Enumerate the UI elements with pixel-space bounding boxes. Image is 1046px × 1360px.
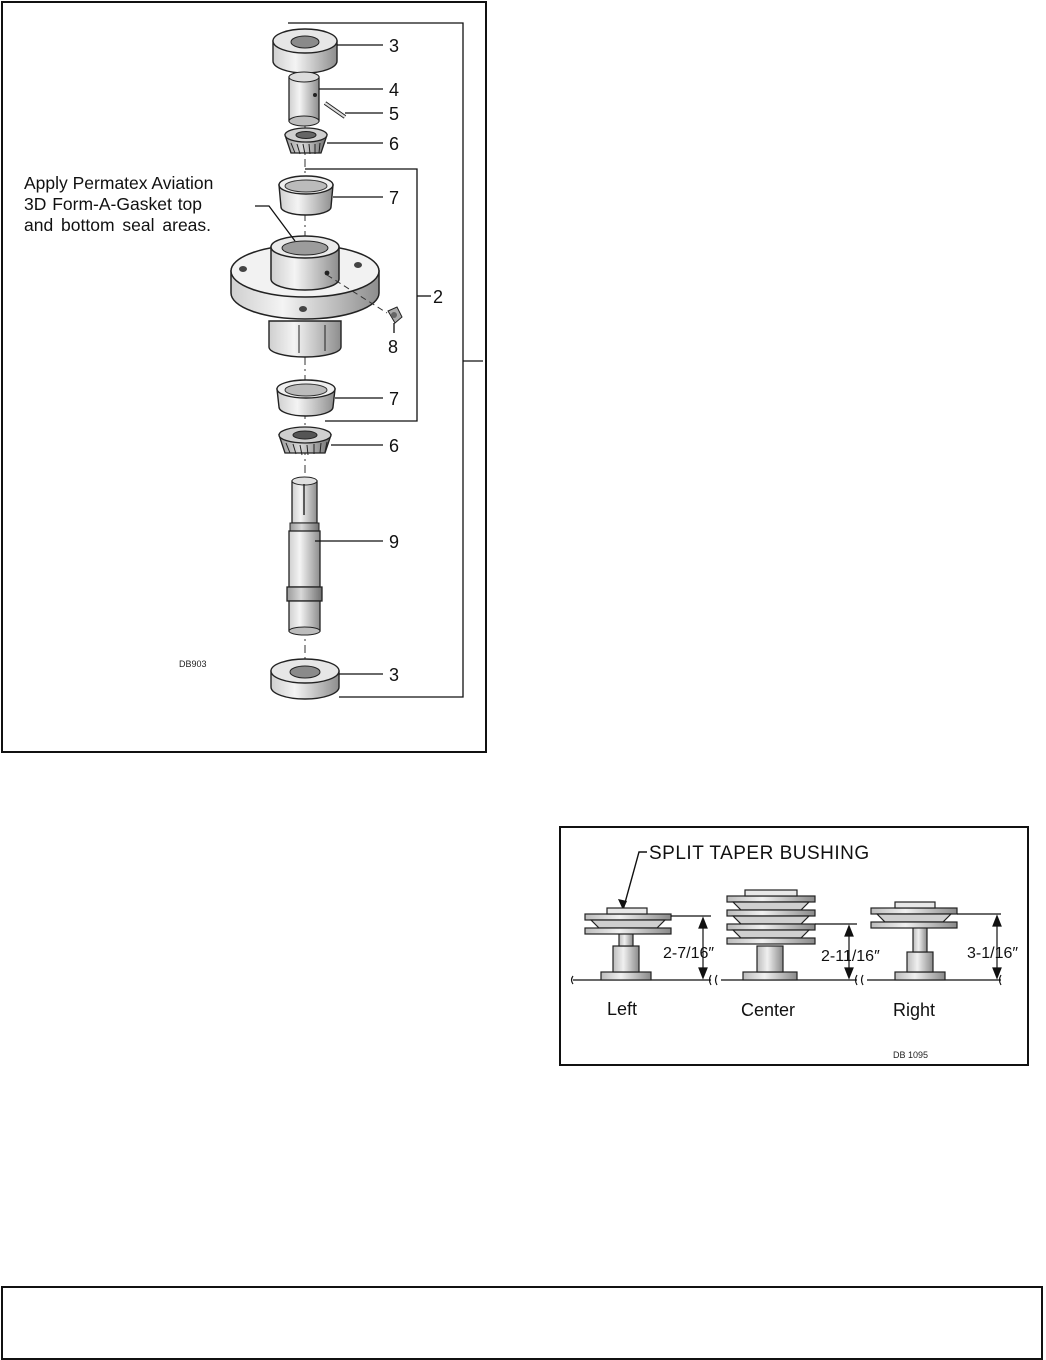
gasket-note-line-1: Apply Permatex Aviation — [24, 173, 214, 193]
gasket-note-line-2: 3D Form-A-Gasket top — [24, 194, 203, 214]
callout-6-bottom: 6 — [389, 436, 399, 456]
height-left: 2-7/16″ — [663, 945, 714, 962]
height-right: 3-1/16″ — [967, 945, 1018, 962]
callout-5: 5 — [389, 104, 399, 124]
label-center: Center — [741, 1000, 795, 1020]
gasket-note: Apply Permatex Aviation 3D Form-A-Gasket… — [24, 173, 213, 236]
height-center: 2-11/16″ — [821, 948, 880, 965]
spindle-drawing: 3 4 5 6 7 2 8 7 6 9 3 DB903 — [179, 22, 483, 700]
title-leader — [622, 851, 647, 911]
callout-9: 9 — [389, 532, 399, 552]
seal-bottom — [270, 658, 340, 700]
pulley-figure-code: DB 1095 — [893, 1050, 928, 1060]
spindle-hub — [230, 235, 380, 358]
callout-7-top: 7 — [389, 188, 399, 208]
leader-lines — [255, 22, 483, 698]
callout-4: 4 — [389, 80, 399, 100]
pulley-height-figure: SPLIT TAPER BUSHING — [559, 826, 1029, 1066]
label-left: Left — [607, 999, 637, 1019]
pulley-drawing: SPLIT TAPER BUSHING — [570, 843, 1018, 1060]
cup-top — [278, 175, 334, 216]
split-taper-bushing-title: SPLIT TAPER BUSHING — [649, 843, 870, 864]
roll-pin — [323, 101, 347, 119]
pulley-left — [584, 907, 672, 981]
callout-7-bottom: 7 — [389, 389, 399, 409]
gasket-note-line-3: and bottom seal areas. — [24, 215, 212, 235]
figure-code: DB903 — [179, 659, 207, 669]
bottom-notice-box — [1, 1286, 1043, 1360]
seal-top — [272, 28, 338, 74]
spindle-shaft — [286, 476, 323, 636]
spindle-exploded-view-figure: Apply Permatex Aviation 3D Form-A-Gasket… — [1, 1, 487, 753]
label-right: Right — [893, 1000, 935, 1020]
callout-3-bottom: 3 — [389, 665, 399, 685]
grease-fitting — [326, 274, 403, 324]
spacer-tube — [288, 71, 320, 127]
bearing-top — [284, 127, 328, 155]
callout-6-top: 6 — [389, 134, 399, 154]
bearing-bottom — [278, 426, 332, 456]
pulley-center — [726, 889, 816, 981]
pulley-right — [870, 901, 958, 981]
callout-2: 2 — [433, 287, 443, 307]
dimension-lines — [671, 913, 1002, 980]
callout-3-top: 3 — [389, 36, 399, 56]
cup-bottom — [276, 379, 336, 417]
callout-8: 8 — [388, 337, 398, 357]
